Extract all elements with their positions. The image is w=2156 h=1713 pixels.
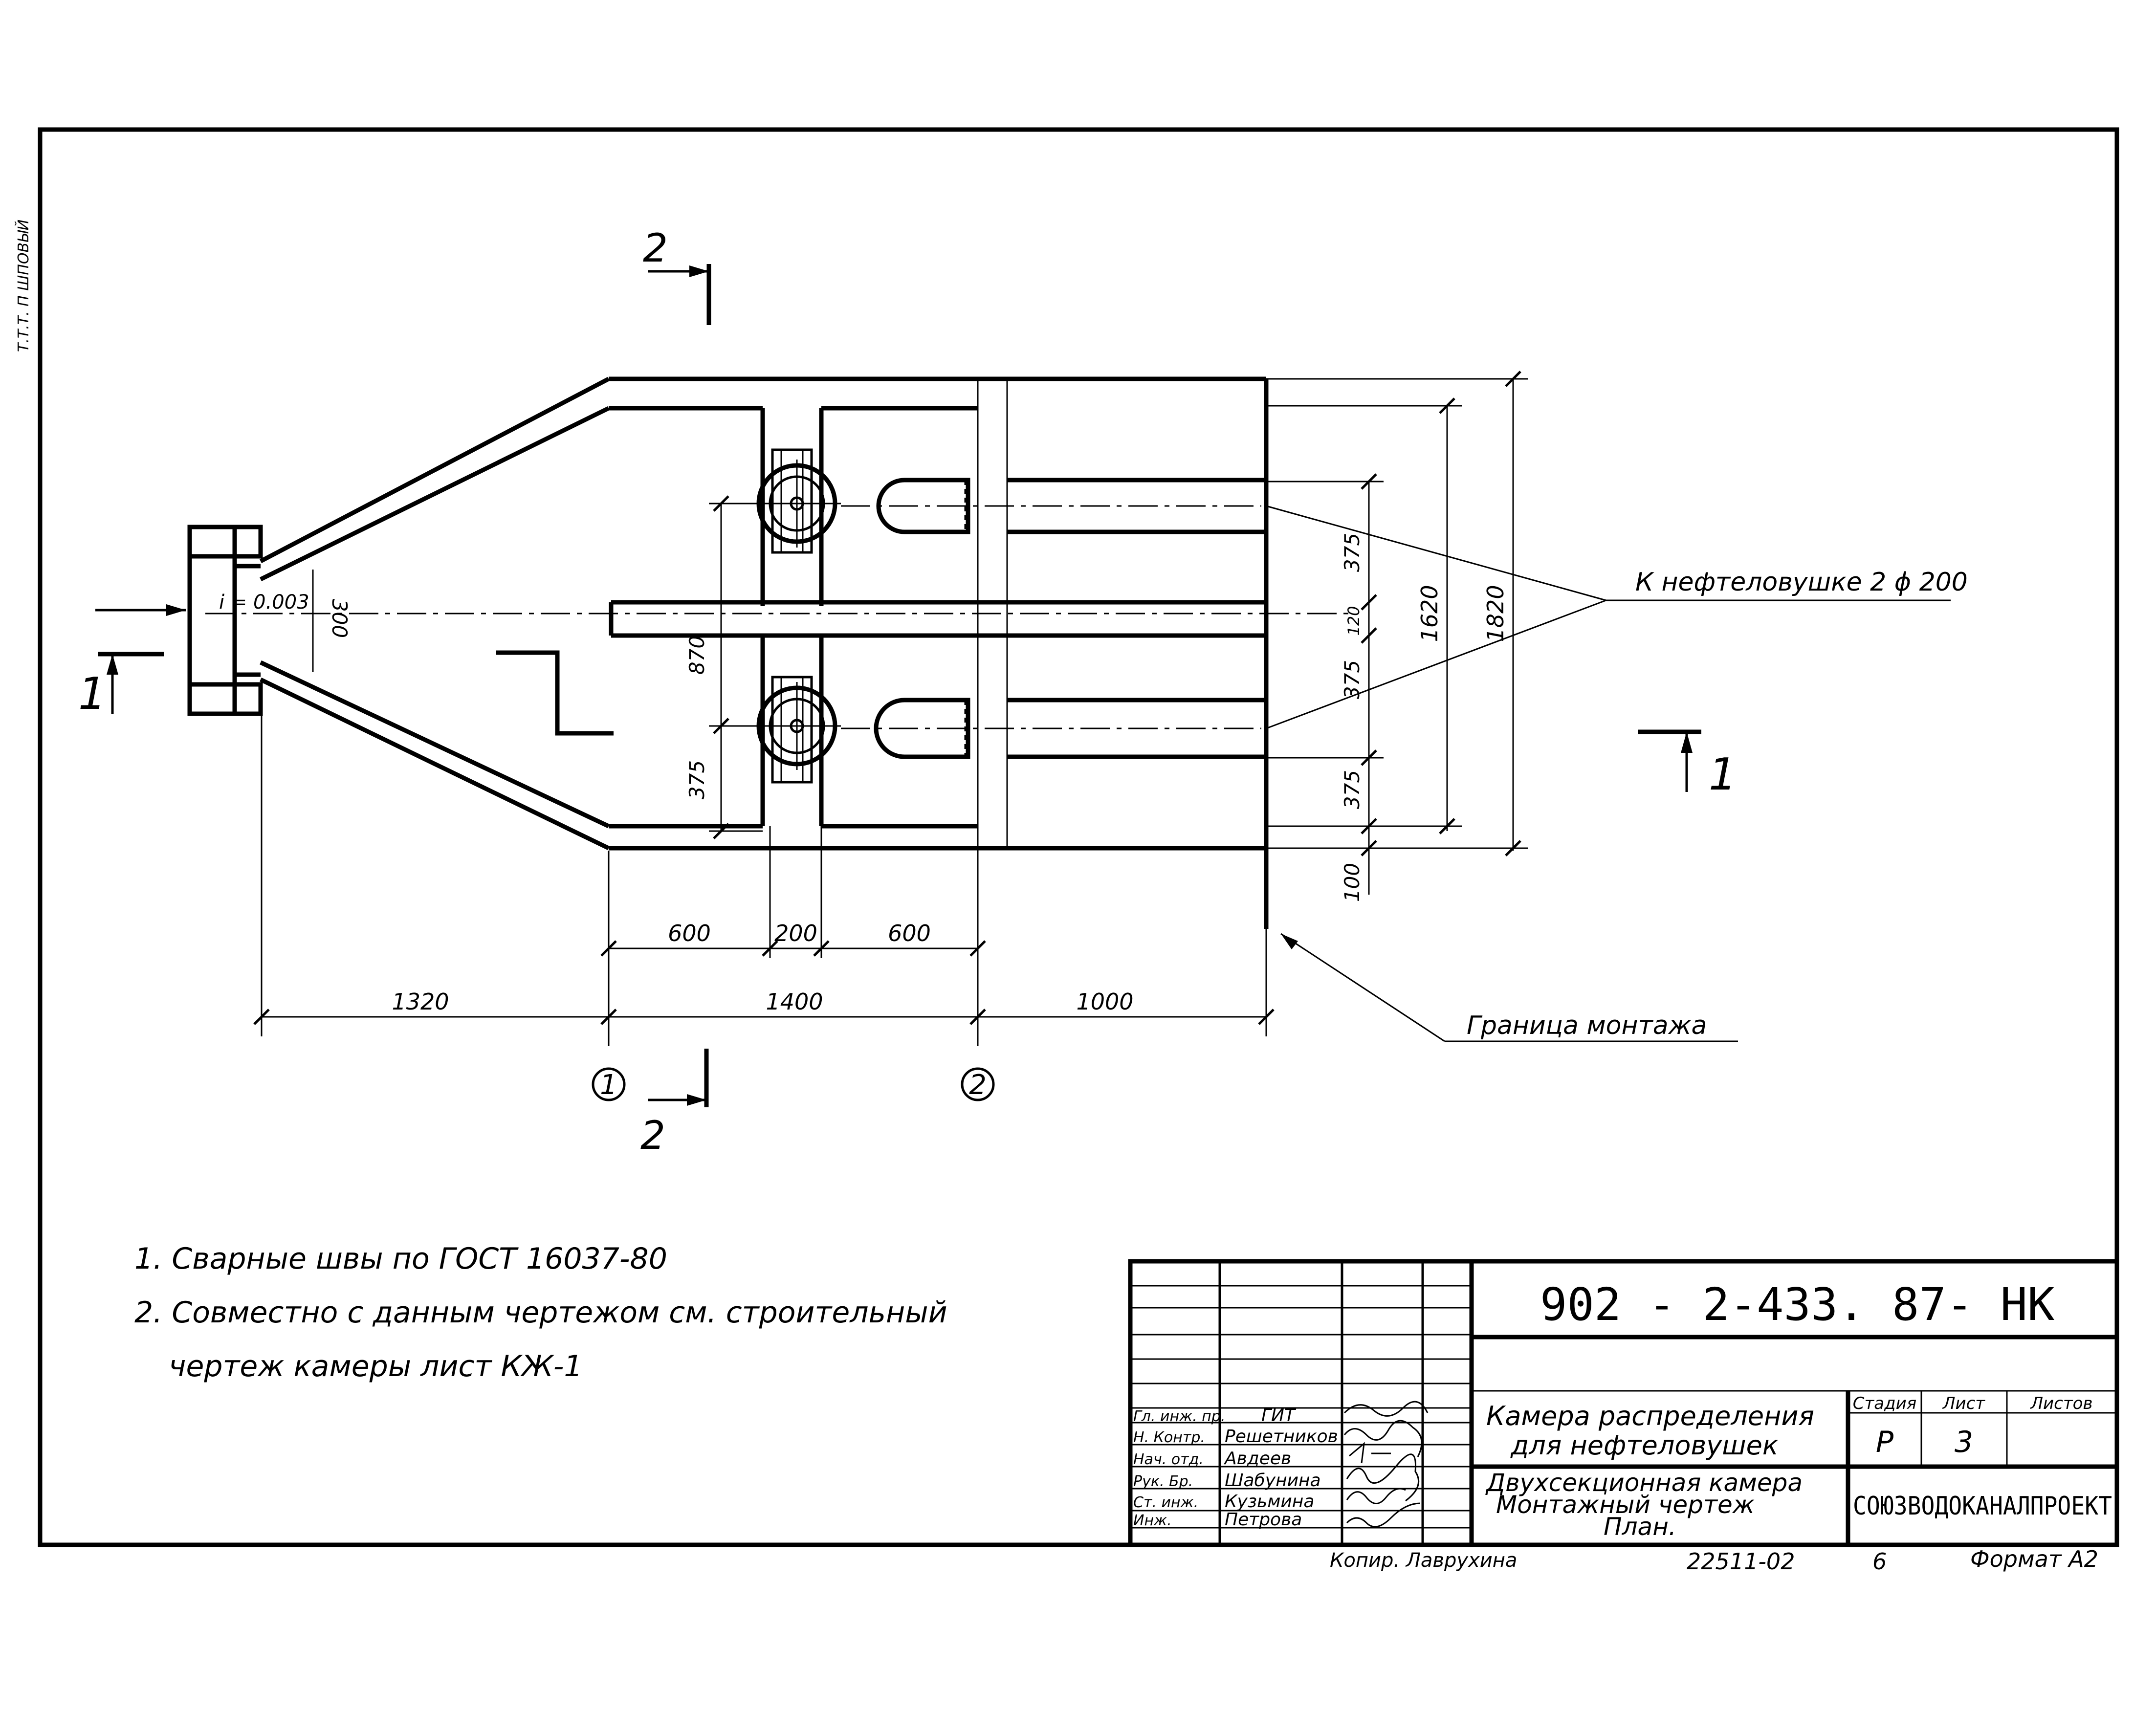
footer-copied: Копир. Лаврухина xyxy=(1330,1549,1517,1572)
staff-list: Гл. инж. пр. ГИТ Н. Контр. Решетников На… xyxy=(1133,1406,1338,1530)
dim-120: 120 xyxy=(1344,606,1363,636)
inlet-flange-lug-bottom xyxy=(187,682,263,716)
staff-name: Кузьмина xyxy=(1225,1492,1314,1512)
footer: Копир. Лаврухина 22511-02 6 Формат А2 xyxy=(1330,1546,2098,1575)
connection-callout: К нефтеловушке 2 ϕ 200 xyxy=(1635,568,1968,597)
dim-1320: 1320 xyxy=(392,988,449,1015)
inlet-flange-lug-top xyxy=(187,525,263,559)
pipe-lower xyxy=(841,698,1266,759)
dim-375-c: 375 xyxy=(1340,770,1364,809)
dim-870: 870 xyxy=(685,636,709,675)
transition-wall-bottom-outer xyxy=(260,677,610,851)
dim-1620: 1620 xyxy=(1416,585,1443,642)
dim-1400: 1400 xyxy=(766,988,823,1015)
object-title-2: для нефтеловушек xyxy=(1510,1430,1779,1461)
axis-bubble-1: 1 xyxy=(592,1067,626,1101)
dim-200: 200 xyxy=(774,920,817,946)
dimension-chain-vertical xyxy=(312,371,1528,895)
transition-wall-top-inner xyxy=(260,406,610,582)
staff-name: Шабунина xyxy=(1225,1471,1321,1491)
section-mark-1-left: 1 xyxy=(78,652,164,720)
section-mark-2-bottom: 2 xyxy=(640,1049,709,1158)
svg-text:2: 2 xyxy=(969,1069,987,1101)
staff-role: Н. Контр. xyxy=(1133,1429,1205,1446)
slope-label: i = 0.003 xyxy=(219,591,309,614)
svg-text:1: 1 xyxy=(1709,749,1737,800)
note-2: 2. Совместно с данным чертежом см. строи… xyxy=(134,1296,947,1330)
sheet-title-3: План. xyxy=(1604,1513,1676,1541)
gate-valve-upper xyxy=(753,448,841,554)
side-label: Т.Т.Т. П ШПОВЫЙ xyxy=(15,220,32,352)
sheet-title-1: Двухсекционная камера xyxy=(1485,1469,1803,1497)
note-3: чертеж камеры лист КЖ-1 xyxy=(169,1349,583,1384)
dim-600-left: 600 xyxy=(668,920,711,946)
signatures xyxy=(1343,1401,1429,1528)
plan-view: 1 1 2 2 1 2 xyxy=(78,225,1968,1158)
staff-name: ГИТ xyxy=(1261,1406,1297,1426)
dim-375-a: 375 xyxy=(1340,533,1364,572)
drawing-code: 902 - 2-433. 87- НК xyxy=(1540,1278,2055,1331)
dimension-chain-horizontal xyxy=(253,680,1275,1036)
flow-symbol xyxy=(496,650,614,736)
footer-order: 22511-02 xyxy=(1687,1548,1795,1575)
col-sheets: Листов xyxy=(2029,1394,2092,1413)
transition-wall-top-outer xyxy=(259,377,610,563)
svg-text:1: 1 xyxy=(600,1069,617,1101)
dim-300: 300 xyxy=(328,599,352,638)
dim-100: 100 xyxy=(1340,863,1364,902)
svg-text:2: 2 xyxy=(643,225,668,271)
col-stage: Стадия xyxy=(1853,1394,1916,1413)
connection-callout-leader xyxy=(1266,505,1951,729)
gate-valve-lower xyxy=(753,676,841,784)
dim-600-right: 600 xyxy=(888,920,931,946)
dim-1000: 1000 xyxy=(1076,988,1133,1015)
dim-1820: 1820 xyxy=(1482,585,1509,642)
title-block: 902 - 2-433. 87- НК Камера распределения… xyxy=(1128,1259,2119,1547)
boundary-callout: Граница монтажа xyxy=(1467,1011,1707,1040)
sheet-frame xyxy=(38,127,2119,1547)
staff-name: Авдеев xyxy=(1224,1449,1291,1469)
note-1: 1. Сварные швы по ГОСТ 16037-80 xyxy=(134,1242,667,1276)
dim-375-left: 375 xyxy=(685,760,709,799)
transition-wall-bottom-inner xyxy=(260,660,610,829)
axis-bubble-2: 2 xyxy=(961,1067,995,1101)
boundary-callout-leader xyxy=(1280,933,1738,1042)
svg-text:1: 1 xyxy=(78,668,106,720)
footer-page: 6 xyxy=(1872,1548,1887,1575)
pipe-upper xyxy=(841,478,1266,534)
section-mark-1-right: 1 xyxy=(1638,729,1737,800)
sheet-title-2: Монтажный чертеж xyxy=(1496,1491,1755,1519)
staff-name: Решетников xyxy=(1225,1427,1338,1447)
notes: 1. Сварные швы по ГОСТ 16037-80 2. Совме… xyxy=(134,1242,947,1384)
col-sheet: Лист xyxy=(1942,1394,1985,1413)
staff-role: Инж. xyxy=(1133,1512,1172,1529)
staff-role: Ст. инж. xyxy=(1133,1494,1198,1511)
organization: СОЮЗВОДОКАНАЛПРОЕКТ xyxy=(1853,1492,2112,1521)
footer-format: Формат А2 xyxy=(1970,1546,2098,1572)
sheet-value: 3 xyxy=(1955,1425,1973,1459)
staff-role: Рук. Бр. xyxy=(1133,1473,1193,1490)
object-title-1: Камера распределения xyxy=(1486,1401,1814,1431)
inlet-flow-arrow-head xyxy=(166,604,186,616)
staff-role: Гл. инж. пр. xyxy=(1133,1408,1225,1425)
section-mark-2-top: 2 xyxy=(643,225,711,325)
stage-value: Р xyxy=(1876,1425,1894,1459)
staff-name: Петрова xyxy=(1225,1510,1302,1530)
staff-role: Нач. отд. xyxy=(1133,1451,1204,1468)
svg-text:2: 2 xyxy=(640,1113,665,1158)
